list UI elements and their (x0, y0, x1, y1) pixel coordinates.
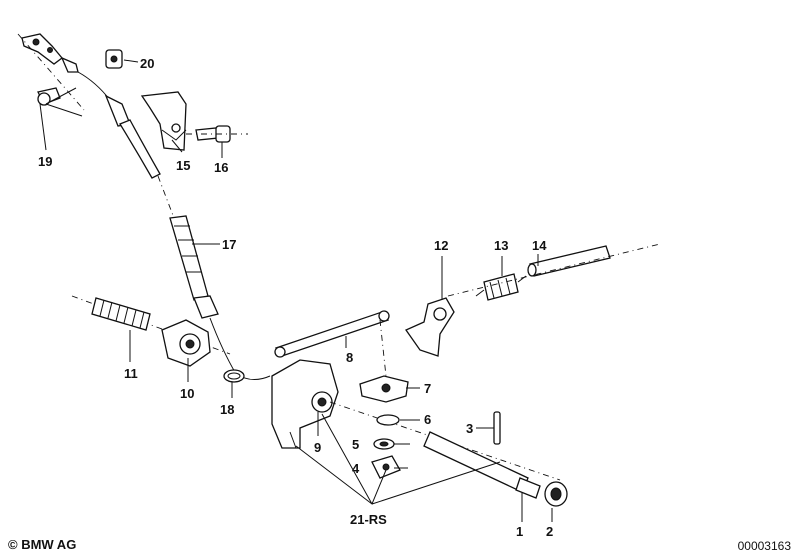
callout-7: 7 (424, 381, 431, 396)
callout-17: 17 (222, 237, 236, 252)
nut-20 (105, 49, 123, 69)
callout-15: 15 (176, 158, 190, 173)
callout-5: 5 (352, 437, 359, 452)
callout-9: 9 (314, 440, 321, 455)
callout-14: 14 (532, 238, 547, 253)
accelerator-cable (77, 71, 271, 380)
callout-8: 8 (346, 350, 353, 365)
copyright-notice: © BMW AG (8, 537, 77, 552)
leader-lines (39, 59, 553, 522)
callout-12: 12 (434, 238, 448, 253)
callout-1: 1 (516, 524, 523, 539)
pin-3 (493, 411, 501, 445)
callout-13: 13 (494, 238, 508, 253)
callout-16: 16 (214, 160, 228, 175)
callout-20: 20 (140, 56, 154, 71)
cable-end-clip (17, 33, 85, 111)
bearing-clip-4 (371, 455, 401, 479)
callout-6: 6 (424, 412, 431, 427)
callout-21-rs: 21-RS (350, 512, 387, 527)
tension-spring-13 (475, 273, 527, 301)
return-lever-12 (405, 297, 455, 357)
lever-plate-7 (359, 375, 409, 403)
cam-pulley-10 (161, 319, 211, 367)
callout-4: 4 (352, 461, 360, 476)
circlip-6 (376, 414, 400, 426)
callout-2: 2 (546, 524, 553, 539)
callout-18: 18 (220, 402, 234, 417)
document-number: 00003163 (737, 539, 791, 553)
shaft-1 (423, 431, 541, 499)
shaft-14 (447, 243, 661, 297)
callout-19: 19 (38, 154, 52, 169)
ball-socket-19 (37, 87, 83, 117)
linkage-rod-8 (274, 310, 390, 377)
bracket-15 (140, 91, 187, 151)
washer-5 (373, 438, 395, 450)
bolt-16 (186, 125, 248, 143)
callout-11: 11 (124, 366, 138, 381)
clip-18 (223, 369, 245, 383)
end-cap-2 (544, 481, 568, 507)
callout-3: 3 (466, 421, 473, 436)
callout-10: 10 (180, 386, 194, 401)
